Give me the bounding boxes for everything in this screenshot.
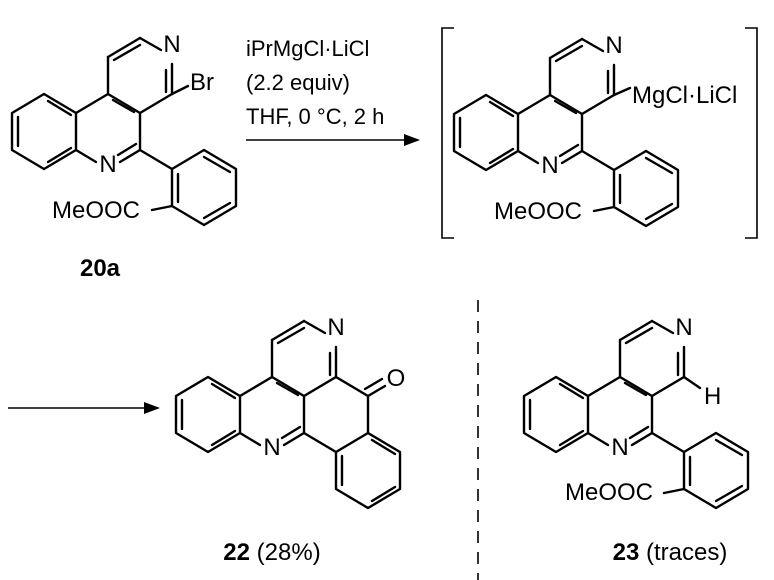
reagent-line-3: THF, 0 °C, 2 h	[246, 104, 384, 129]
atom-n-label: N	[163, 31, 180, 58]
ester-group-label: MeOOC	[494, 198, 582, 225]
compound-22-caption: 22 (28%)	[223, 539, 320, 566]
bracket-right	[745, 27, 758, 239]
intermediate-structure: N N MgCl·LiCl MeOOC	[452, 32, 737, 228]
compound-22-yield: (28%)	[257, 539, 321, 566]
atom-n-label: N	[99, 151, 116, 178]
magnesium-group-label: MgCl·LiCl	[632, 82, 737, 109]
atom-n-label: N	[263, 434, 280, 461]
compound-20a-label: 20a	[80, 255, 121, 282]
bromo-substituent-label: Br	[190, 69, 214, 96]
atom-n-label: N	[327, 314, 344, 341]
reagent-line-2: (2.2 equiv)	[246, 70, 350, 95]
compound-23-label: 23	[613, 539, 640, 566]
ester-group-label: MeOOC	[565, 479, 653, 506]
compound-22-structure: N N O	[174, 314, 406, 510]
compound-22-label: 22	[223, 539, 250, 566]
bracket-left	[441, 27, 454, 239]
reagent-line-1: iPrMgCl·LiCl	[246, 36, 369, 61]
compound-20a-structure: N N Br MeOOC	[10, 31, 238, 227]
atom-n-label: N	[605, 32, 622, 59]
compound-23-caption: 23 (traces)	[613, 539, 728, 566]
reaction-arrow-head	[144, 402, 160, 414]
atom-n-label: N	[541, 152, 558, 179]
atom-o-label: O	[387, 365, 406, 392]
compound-23-yield: (traces)	[646, 539, 727, 566]
atom-h-label: H	[704, 383, 721, 410]
compound-23-structure: N N H MeOOC	[522, 314, 750, 510]
atom-n-label: N	[611, 434, 628, 461]
atom-n-label: N	[675, 314, 692, 341]
reaction-arrow-head	[404, 134, 420, 146]
ester-group-label: MeOOC	[52, 197, 140, 224]
